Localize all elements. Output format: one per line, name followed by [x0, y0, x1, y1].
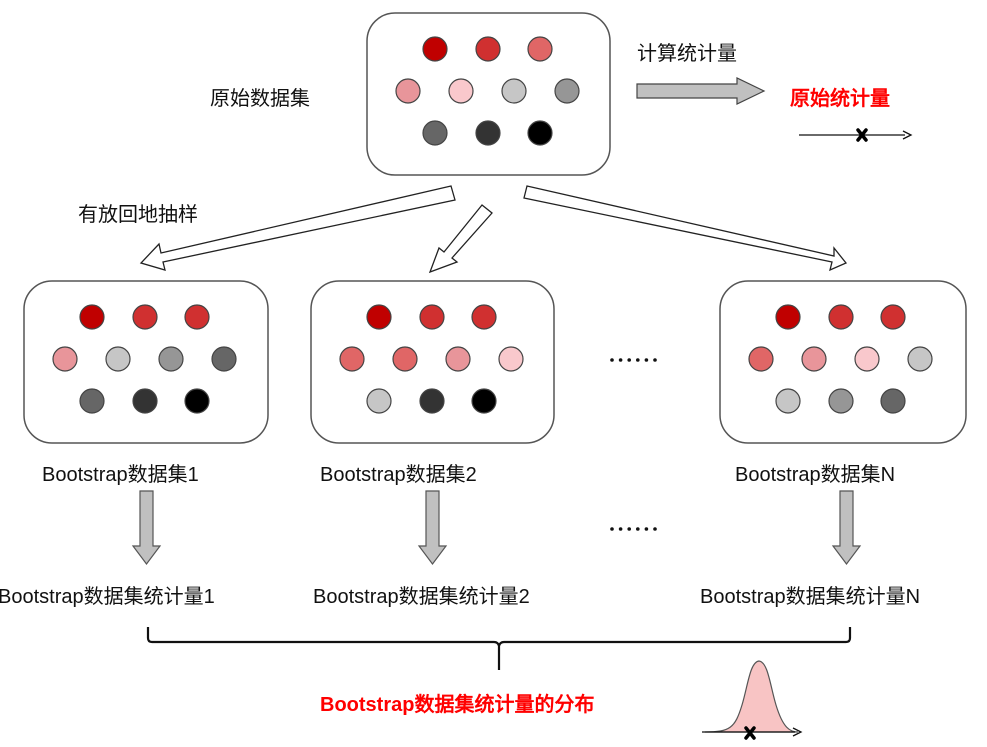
ellipsis-dot — [644, 358, 649, 362]
data-point-ball — [52, 346, 78, 372]
data-point-ball — [828, 304, 854, 330]
data-point-ball — [880, 304, 906, 330]
data-point-ball — [395, 78, 421, 104]
data-point-ball — [828, 388, 854, 414]
sampling-arrows — [139, 185, 848, 274]
bootstrap-balls-2 — [339, 304, 524, 414]
ellipsis-dot — [636, 527, 640, 531]
data-point-ball — [748, 346, 774, 372]
ellipsis-dot — [610, 527, 614, 531]
bootstrap-statistic-2-label: Bootstrap数据集统计量2 — [313, 586, 530, 608]
data-point-ball — [339, 346, 365, 372]
data-point-ball — [132, 388, 158, 414]
down-arrow-1-icon — [131, 490, 162, 565]
data-point-ball — [422, 36, 448, 62]
ellipsis-dot — [636, 358, 640, 362]
data-point-ball — [854, 346, 880, 372]
data-point-ball — [775, 388, 801, 414]
bootstrap-statistic-1-label: Bootstrap数据集统计量1 — [0, 586, 215, 608]
ellipsis-dot — [618, 527, 623, 531]
bootstrap-statistic-n-label: Bootstrap数据集统计量N — [700, 586, 921, 608]
data-point-ball — [471, 388, 497, 414]
ellipsis-dot — [644, 527, 649, 531]
bootstrap-balls-1 — [52, 304, 237, 414]
data-point-ball — [448, 78, 474, 104]
original-stat-marker-icon — [856, 128, 868, 142]
data-point-ball — [527, 120, 553, 146]
data-point-ball — [498, 346, 524, 372]
bootstrap-balls-n — [748, 304, 933, 414]
data-point-ball — [366, 304, 392, 330]
data-point-ball — [880, 388, 906, 414]
ellipsis-dot — [610, 358, 614, 362]
data-point-ball — [801, 346, 827, 372]
sampling-arrow-left-icon — [139, 185, 456, 271]
data-point-ball — [184, 388, 210, 414]
ellipsis-statistics — [610, 527, 657, 531]
down-arrow-2-icon — [417, 490, 448, 565]
sampling-arrow-right-icon — [523, 185, 848, 272]
original-statistic-label: 原始统计量 — [790, 86, 890, 110]
data-point-ball — [184, 304, 210, 330]
ellipsis-dot — [627, 527, 631, 531]
axis-arrowhead-icon — [902, 130, 913, 140]
data-point-ball — [475, 120, 501, 146]
data-point-ball — [132, 304, 158, 330]
down-arrow-n-icon — [831, 490, 862, 565]
distribution-axis-arrowhead-icon — [792, 727, 803, 737]
distribution-label: Bootstrap数据集统计量的分布 — [320, 694, 595, 716]
data-point-ball — [775, 304, 801, 330]
down-arrows — [131, 490, 862, 565]
original-dataset-label: 原始数据集 — [210, 86, 310, 110]
bootstrap-dataset-n-label: Bootstrap数据集N — [735, 464, 896, 486]
data-point-ball — [366, 388, 392, 414]
data-point-ball — [907, 346, 933, 372]
data-point-ball — [392, 346, 418, 372]
data-point-ball — [471, 304, 497, 330]
data-point-ball — [419, 388, 445, 414]
ellipsis-dot — [627, 358, 631, 362]
data-point-ball — [422, 120, 448, 146]
bootstrap-dataset-1-label: Bootstrap数据集1 — [42, 464, 199, 486]
data-point-ball — [79, 304, 105, 330]
distribution-curve — [704, 660, 799, 733]
data-point-ball — [79, 388, 105, 414]
ellipsis-dot — [653, 358, 657, 362]
distribution-marker-icon — [744, 726, 756, 740]
grouping-brace — [146, 627, 852, 670]
ellipsis-dot — [653, 527, 657, 531]
original-dataset-balls — [395, 36, 580, 146]
data-point-ball — [527, 36, 553, 62]
data-point-ball — [105, 346, 131, 372]
ellipsis-datasets — [610, 358, 657, 362]
data-point-ball — [554, 78, 580, 104]
sampling-label: 有放回地抽样 — [78, 202, 198, 226]
data-point-ball — [419, 304, 445, 330]
data-point-ball — [501, 78, 527, 104]
data-point-ball — [475, 36, 501, 62]
data-point-ball — [445, 346, 471, 372]
data-point-ball — [158, 346, 184, 372]
ellipsis-dot — [618, 358, 623, 362]
bootstrap-dataset-2-label: Bootstrap数据集2 — [320, 464, 477, 486]
compute-statistic-label: 计算统计量 — [637, 41, 737, 65]
data-point-ball — [211, 346, 237, 372]
sampling-arrow-middle-icon — [428, 204, 493, 274]
compute-arrow-icon — [636, 77, 766, 105]
